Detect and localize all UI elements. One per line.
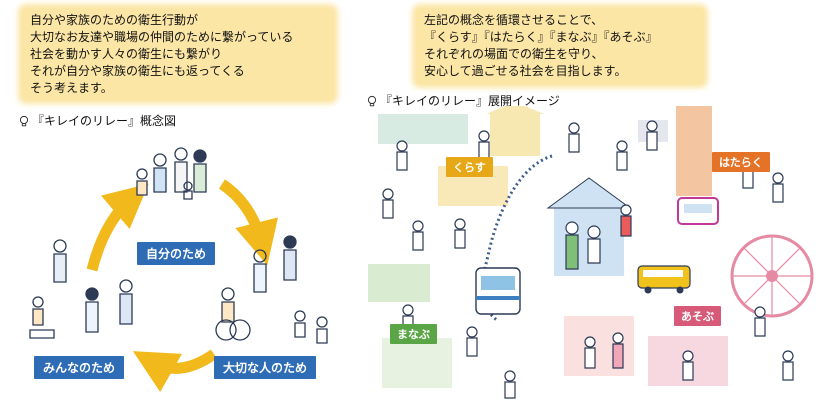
classroom-block [368,264,430,302]
note-line: 大切なお友達や職場の仲間のために繋がっている [30,30,294,44]
scene-tag-asobu: あそぶ [674,306,721,326]
school-building-illustration [382,338,452,388]
building-block [378,114,468,144]
community-figures-illustration [29,239,133,339]
cycle-arrow-bottom [132,349,218,393]
office-building-illustration [676,106,712,196]
deployment-image-caption: 『キレイのリレー』展開イメージ [366,92,560,109]
note-line: 社会を動かす人々の衛生にも繋がり [30,47,223,61]
note-line: 『くらす』『はたらく』『まなぶ』『あそぶ』 [424,30,658,44]
note-line: 自分や家族のための衛生行動が [30,13,199,27]
scene-tag-manabu: まなぶ [390,324,437,344]
note-line: そう考えます。 [30,81,113,95]
town-scene-illustration [368,102,814,399]
concept-description-note: 自分や家族のための衛生行動が 大切なお友達や職場の仲間のために繋がっている 社会… [22,8,334,100]
scene-tag-kurasu: くらす [446,157,493,177]
note-line: 左記の概念を循環させることで、 [424,13,604,27]
cycle-arrow-right [218,179,278,266]
node-label-everyone: みんなのため [34,356,125,379]
train-illustration [475,267,521,315]
cycle-arrow-left [86,183,149,272]
relay-concept-diagram: 自分のため みんなのため 大切な人のため [0,126,360,409]
note-line: それが自分や家族の衛生にも返ってくる [30,64,245,78]
lightbulb-icon [19,115,29,126]
note-line: 安心して過ごせる社会を目指します。 [424,64,627,78]
concept-diagram-caption: 『キレイのリレー』概念図 [18,112,176,129]
deployment-description-note: 左記の概念を循環させることで、 『くらす』『はたらく』『まなぶ』『あそぶ』 それ… [416,8,704,84]
note-line: それぞれの場面での衛生を守り、 [424,47,604,61]
node-label-important-people: 大切な人のため [214,356,317,379]
caption-text: 『キレイのリレー』展開イメージ [380,94,560,108]
relay-cycle-illustration [29,147,328,393]
relay-deployment-illustration: くらす はたらく まなぶ あそぶ [368,102,820,406]
family-figures-illustration [136,147,207,200]
node-label-self: 自分のため [137,242,216,265]
lightbulb-icon [367,95,377,106]
caption-text: 『キレイのリレー』概念図 [32,114,177,128]
scene-tag-hataraku: はたらく [712,152,770,172]
kurasu-house-illustration [490,112,540,156]
caregiver-figures-illustration [215,235,328,344]
